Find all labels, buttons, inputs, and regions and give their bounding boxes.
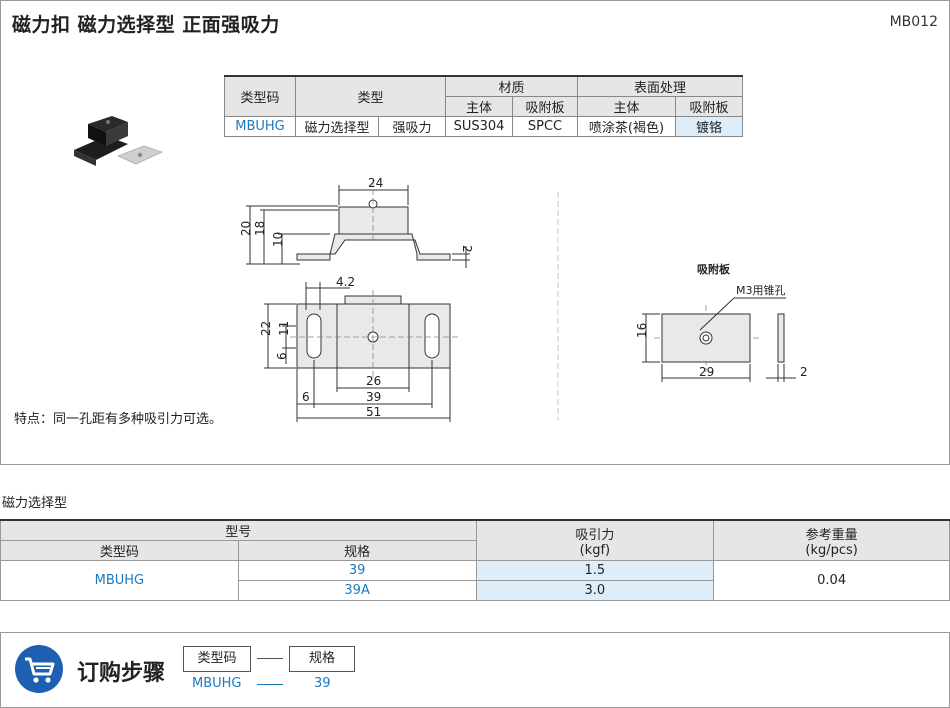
section-label: 磁力选择型: [2, 496, 68, 511]
spec-header-material: 材质: [445, 75, 578, 97]
dim-10: 10: [271, 232, 285, 247]
order-value-spec: 39: [314, 676, 331, 691]
order-connector: [257, 658, 283, 659]
spec-material-plate: SPCC: [512, 116, 578, 137]
sel-header-model: 型号: [0, 519, 477, 541]
spec-header-plate-2: 吸附板: [675, 96, 743, 117]
spec-type-2: 强吸力: [378, 116, 446, 137]
spec-header-type: 类型: [295, 75, 446, 117]
sel-header-force-line2: (kgf): [579, 542, 611, 558]
product-image: [74, 116, 163, 166]
spec-surface-plate: 镀铬: [675, 116, 743, 137]
sel-type-code: MBUHG: [0, 560, 239, 601]
dim-20: 20: [239, 221, 253, 236]
spec-header-surface: 表面处理: [577, 75, 743, 97]
spec-header-plate: 吸附板: [512, 96, 578, 117]
spec-type-1: 磁力选择型: [295, 116, 379, 137]
sel-spec-row-2: 39A: [237, 580, 477, 601]
order-box-type-code: 类型码: [183, 646, 251, 672]
dim-26: 26: [366, 374, 381, 388]
sel-weight: 0.04: [713, 560, 950, 601]
hole-label: M3用锥孔: [736, 284, 786, 297]
sel-header-type-code: 类型码: [0, 540, 239, 561]
dim-2-plate: 2: [800, 365, 808, 379]
dim-11: 11: [277, 321, 291, 336]
cart-icon: [15, 645, 63, 693]
dim-22: 22: [259, 321, 273, 336]
order-box-spec: 规格: [289, 646, 355, 672]
sel-force-row-2: 3.0: [475, 580, 715, 601]
dim-18: 18: [253, 221, 267, 236]
spec-surface-main: 喷涂茶(褐色): [577, 116, 676, 137]
sel-header-weight: 参考重量 (kg/pcs): [713, 519, 950, 561]
order-title: 订购步骤: [77, 661, 166, 686]
spec-type-code: MBUHG: [224, 116, 296, 137]
technical-drawing: 24 20 18 10 2 4.2 22 11 6 26 6 39 51 吸附板…: [239, 176, 808, 422]
dim-6-vertical: 6: [275, 352, 289, 360]
plate-label: 吸附板: [697, 262, 731, 276]
spec-table: 类型码 类型 材质 表面处理 主体 吸附板 主体 吸附板 MBUHG 磁力选择型…: [224, 75, 743, 137]
dim-29: 29: [699, 365, 714, 379]
order-value-type-code: MBUHG: [192, 676, 242, 691]
dim-4-2: 4.2: [336, 275, 355, 289]
sel-spec-row-1: 39: [237, 560, 477, 581]
sel-header-force: 吸引力 (kgf): [475, 519, 715, 561]
product-code: MB012: [889, 14, 938, 30]
sel-header-weight-line2: (kg/pcs): [805, 542, 858, 558]
page-title: 磁力扣 磁力选择型 正面强吸力: [12, 14, 280, 36]
dim-51: 51: [366, 405, 381, 419]
order-steps: 订购步骤 类型码 规格 MBUHG 39: [0, 632, 950, 708]
sel-header-weight-line1: 参考重量: [805, 527, 858, 543]
dim-2: 2: [460, 245, 474, 253]
sel-header-force-line1: 吸引力: [575, 527, 615, 543]
dim-24: 24: [368, 176, 383, 190]
dim-39: 39: [366, 390, 381, 404]
sel-force-row-1: 1.5: [475, 560, 715, 581]
sel-header-spec: 规格: [237, 540, 477, 561]
spec-material-main: SUS304: [445, 116, 513, 137]
selection-table: 型号 吸引力 (kgf) 参考重量 (kg/pcs) 类型码 规格 MBUHG …: [0, 519, 950, 601]
dim-6-horizontal: 6: [302, 390, 310, 404]
order-value-connector: [257, 684, 283, 685]
spec-header-type-code: 类型码: [224, 75, 296, 117]
spec-header-main: 主体: [445, 96, 513, 117]
dim-16: 16: [635, 323, 649, 338]
feature-note: 特点：同一孔距有多种吸引力可选。: [14, 412, 223, 427]
